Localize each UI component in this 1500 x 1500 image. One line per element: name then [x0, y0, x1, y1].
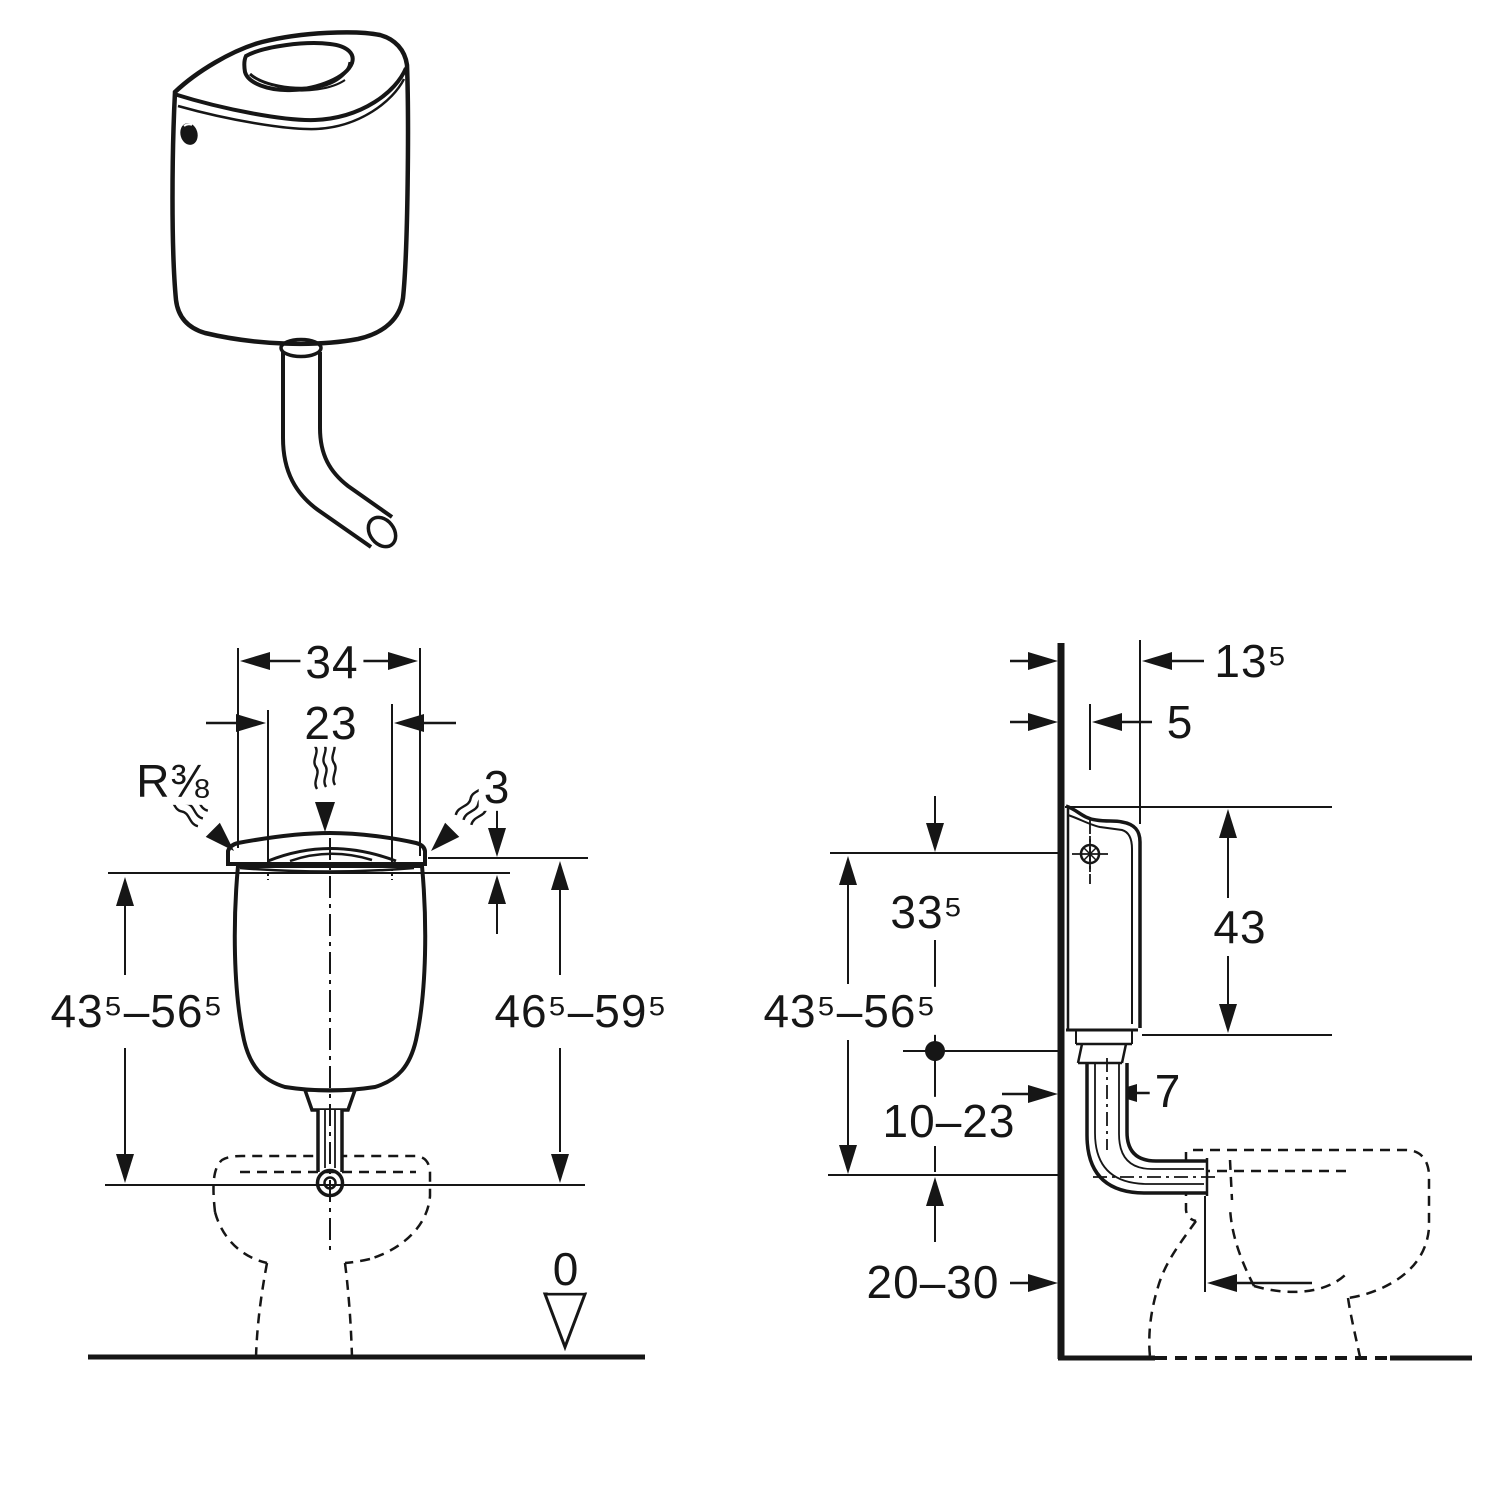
arrowhead: [394, 714, 424, 732]
dim-label-height-right: 46⁵–59⁵: [489, 987, 673, 1035]
flush-pipe-side-outer: [1085, 1063, 1207, 1195]
arrowhead: [1219, 1004, 1237, 1033]
arrowhead: [1092, 713, 1122, 731]
lid-opening-inner-wall: [248, 61, 352, 90]
arrowhead: [1028, 652, 1058, 670]
dim-label-wall-distance: 20–30: [861, 1258, 1005, 1306]
arrowhead: [1142, 652, 1172, 670]
cistern-side-profile: [1065, 804, 1142, 1065]
lid-opening-shading: [284, 79, 346, 92]
side-section-drawing: [828, 640, 1472, 1361]
arrowhead: [1028, 1274, 1058, 1292]
side-knob: [180, 123, 198, 145]
cistern-3d-illustration: [170, 30, 411, 549]
arrowhead: [926, 1177, 944, 1206]
wc-pan-dashed-outline-side: [1148, 1148, 1431, 1358]
dim-label-width-outer: 34: [300, 638, 364, 686]
side-knob-highlight: [183, 123, 193, 127]
dimension-height-range-side: [839, 856, 857, 1174]
actuation-flow-arrow-center: [313, 740, 337, 834]
flush-pipe-inner-edge: [318, 352, 394, 519]
arrowhead: [551, 1154, 569, 1183]
lid-bottom-line: [239, 866, 415, 873]
arrowhead: [236, 714, 266, 732]
lid-front-edge: [173, 67, 408, 123]
arrowhead: [388, 652, 418, 670]
dim-label-pipe-offset: 7: [1149, 1067, 1187, 1115]
pipe-end-opening: [366, 515, 398, 549]
dimension-13-5: [1010, 652, 1204, 670]
dim-label-inlet-thread: R⅜: [131, 757, 215, 805]
cistern-lid-front: [226, 830, 427, 866]
arrowhead: [116, 1154, 134, 1183]
arrowhead: [488, 875, 506, 904]
pipe-wall-line: [1118, 1063, 1204, 1170]
arrowhead: [116, 877, 134, 906]
reference-dot: [925, 1041, 945, 1061]
arrowhead: [839, 856, 857, 885]
arrowhead: [240, 652, 270, 670]
outlet-collar: [279, 337, 323, 359]
dimension-23: [206, 714, 456, 732]
dim-label-lid-height: 3: [478, 763, 516, 811]
dimension-height-left: [116, 877, 134, 1183]
wc-bowl-dashed-outline: [212, 1154, 432, 1358]
fixing-screw-symbol: [1072, 836, 1108, 872]
outlet-fitting-front: [302, 1088, 358, 1112]
floor-datum-triangle: [542, 1292, 588, 1352]
flush-pipe-side-inner: [1125, 1063, 1207, 1163]
flush-pipe-side-fill: [1087, 1063, 1207, 1193]
lid-opening-outline: [242, 41, 355, 93]
arrowhead: [1207, 1274, 1237, 1292]
arrowhead: [1028, 713, 1058, 731]
dim-label-depth-total: 13⁵: [1209, 637, 1293, 685]
dimension-43: [1219, 809, 1237, 1033]
dimension-7: [1002, 1084, 1155, 1103]
front-elevation-drawing: [88, 648, 645, 1360]
arrowhead: [551, 861, 569, 890]
arrowhead: [1219, 809, 1237, 838]
dim-label-cistern-height: 43: [1208, 903, 1272, 951]
arrowhead: [488, 828, 506, 857]
dimension-20-30: [1010, 1274, 1312, 1292]
dimension-3: [488, 810, 506, 934]
arrowhead: [926, 823, 944, 852]
pipe-wall-line: [1094, 1063, 1204, 1185]
dim-label-fixing-height: 33⁵: [885, 888, 969, 936]
flush-pipe-outer-edge: [281, 351, 373, 549]
dimension-34: [240, 652, 418, 670]
dim-label-height-range: 43⁵–56⁵: [758, 987, 942, 1035]
cistern-body-3d: [170, 30, 411, 347]
dim-label-flushpipe-range: 10–23: [877, 1097, 1021, 1145]
dimension-10-23: [926, 1060, 944, 1242]
dimension-height-right: [551, 861, 569, 1183]
dimension-5: [1010, 713, 1152, 731]
dim-label-height-left: 43⁵–56⁵: [45, 987, 229, 1035]
dim-label-fixing-offset: 5: [1161, 698, 1199, 746]
lid-lower-edge: [177, 78, 406, 131]
arrowhead: [1028, 1085, 1058, 1103]
dim-label-width-inner: 23: [299, 699, 363, 747]
arrowhead: [839, 1145, 857, 1174]
dim-label-floor-datum: 0: [547, 1245, 585, 1293]
